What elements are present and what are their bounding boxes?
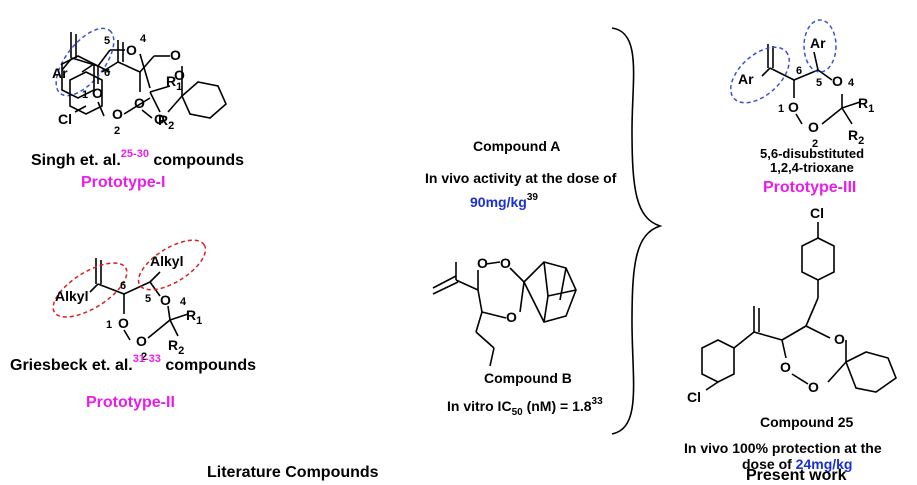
atom-cl: Cl [687,389,701,405]
prototype-1-structure: Ar O O O R1 R2 5 4 6 1 2 [52,27,182,137]
atom-o: O [808,379,819,395]
prototype-3-label: Prototype-III [763,179,857,196]
locant-2: 2 [812,138,818,150]
prototype-3-structure: Ar Ar O O O R1 R2 6 5 4 1 2 [729,19,874,150]
curly-brace [611,27,663,435]
blue-dashed-highlight [803,19,837,73]
prototype-2-structure: Alkyl Alkyl O O O R1 R2 6 5 4 1 2 [52,239,207,363]
locant-4: 4 [848,77,855,89]
blue-dashed-highlight [55,27,115,97]
atom-r2: R2 [848,127,864,147]
locant-2: 2 [114,125,120,137]
prototype-3-description: 1,2,4-trioxane [770,160,854,175]
prototype-3-description: 5,6-disubstituted [760,146,865,161]
atom-o: O [832,73,843,89]
atom-o: O [160,292,171,308]
compound-a-activity: In vivo activity at the dose of [425,170,617,186]
reference-superscript: 33 [591,396,603,407]
atom-alkyl: Alkyl [150,253,183,269]
locant-5: 5 [104,35,110,47]
blue-dashed-highlight [729,46,791,104]
compound-b-structure: O O O [432,255,577,367]
atom-o: O [780,359,791,375]
present-work-label: Present work [746,467,847,484]
atom-r2: R2 [168,337,184,357]
compound-25-dose: dose of 24mg/kg [742,456,853,472]
prototype-2-caption: Griesbeck et. al.31-33 compounds [10,353,256,374]
locant-6: 6 [796,65,802,77]
atom-o: O [92,85,103,101]
atom-o: O [136,333,147,349]
prototype-1-label: Prototype-I [81,174,166,191]
literature-compounds-label: Literature Compounds [207,464,379,481]
compound-a-name: Compound A [473,138,561,154]
atom-o: O [788,99,799,115]
compound-a-dose: 90mg/kg39 [470,192,538,210]
locant-4: 4 [140,33,147,45]
reference-superscript: 39 [526,192,538,203]
locant-6: 6 [120,280,126,292]
locant-5: 5 [145,293,151,305]
locant-5: 5 [816,77,822,89]
atom-o: O [500,255,511,271]
atom-ar: Ar [810,35,826,51]
atom-cl: Cl [58,111,72,127]
reference-superscript: 25-30 [120,148,149,160]
compound-b-name: Compound B [484,370,572,386]
atom-r1: R1 [166,73,182,93]
atom-o: O [134,95,145,111]
compound-25-structure: Cl Cl O O O [687,205,897,405]
atom-r2: R2 [158,112,174,132]
atom-ar: Ar [52,65,68,81]
prototype-1-caption: Singh et. al.25-30 compounds [31,148,245,169]
atom-o: O [154,111,165,127]
atom-o: O [477,255,488,271]
atom-o: O [808,119,819,135]
atom-ar: Ar [738,71,754,87]
atom-o: O [174,67,185,83]
prototype-2-label: Prototype-II [86,394,175,411]
compound-25-name: Compound 25 [760,414,854,430]
atom-o: O [170,47,181,63]
atom-o: O [118,315,129,331]
atom-o: O [126,42,137,58]
atom-cl: Cl [810,205,824,221]
red-dashed-highlight [52,262,128,318]
locant-2: 2 [141,351,147,363]
compound-25-activity: In vivo 100% protection at the [684,440,882,456]
locant-4: 4 [180,296,187,308]
atom-o: O [506,309,517,325]
atom-o: O [834,331,845,347]
compound-b-ic50: In vitro IC50 (nM) = 1.833 [447,396,603,418]
atom-r1: R1 [186,307,202,327]
locant-6: 6 [104,67,110,79]
reference-superscript: 31-33 [132,353,161,365]
locant-1: 1 [778,103,784,115]
locant-1: 1 [106,319,112,331]
atom-alkyl: Alkyl [55,288,88,304]
compound-a-structure: Cl O O O O [58,40,227,127]
atom-o: O [112,106,123,122]
red-dashed-highlight [137,239,207,291]
atom-r1: R1 [858,95,874,115]
